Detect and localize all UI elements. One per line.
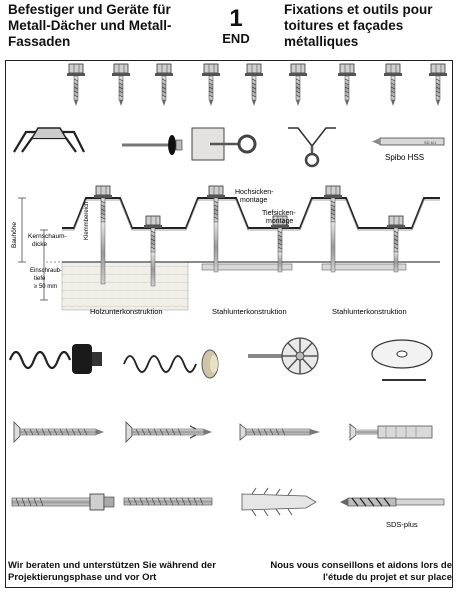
label-kernschaum-1: Kernschaum- [28, 233, 67, 240]
spring-anchor-icon [8, 344, 102, 374]
countersunk-drill-screw-icon [239, 423, 320, 441]
footer-french: Nous vous conseillons et aidons lors de … [270, 560, 452, 583]
sds-plus-drill-icon [340, 497, 445, 507]
sealing-washer-screw-icon [122, 135, 183, 155]
label-einschraub-3: ≥ 50 mm [34, 284, 57, 290]
washer-icon [371, 339, 433, 381]
hex-screw-icon [66, 63, 448, 107]
spring-sleeve-icon [123, 349, 219, 379]
profile-clip-icon [13, 127, 85, 153]
threaded-rod-icon [123, 497, 213, 506]
eye-bolt-wall-icon [191, 127, 257, 161]
title-french: Fixations et outils pour toitures et faç… [284, 2, 433, 49]
label-stahlunterkonstruktion-2: Stahlunterkonstruktion [332, 307, 407, 316]
page-number-block: 1 END [210, 6, 262, 46]
label-bauhoehe: Bauhöhe [11, 222, 18, 248]
insulation-plate-anchor-icon [248, 337, 319, 375]
label-kernschaum-2: dicke [32, 241, 48, 248]
label-einschraub-2: tiefe [34, 276, 46, 282]
label-tiefsicken-1: Tiefsicken- [262, 210, 296, 217]
label-klemmbereich: Klemmbereich [84, 202, 90, 240]
svg-text:SD 6/1: SD 6/1 [424, 140, 437, 145]
label-hochsicken-1: Hochsicken- [235, 189, 274, 196]
countersunk-screw-icon [13, 421, 104, 443]
plug-anchor-icon [349, 423, 433, 441]
title-german: Befestiger und Geräte für Metall-Dächer … [8, 2, 172, 49]
roof-section-diagram [18, 185, 440, 311]
label-tiefsicken-2: montage [266, 218, 293, 225]
label-sds-plus: SDS-plus [386, 520, 418, 529]
label-einschraub-1: Einschraub- [30, 268, 62, 274]
page-suffix: END [222, 31, 250, 46]
catalog-frame [5, 60, 453, 588]
label-hochsicken-2: montage [240, 197, 267, 204]
eye-bolt-profile-icon [288, 127, 336, 168]
expansion-plug-icon [241, 487, 317, 517]
wing-drill-screw-icon [125, 421, 212, 443]
wedge-anchor-icon [11, 493, 115, 511]
spibo-label: Spibo HSS [385, 153, 424, 162]
page-number: 1 [229, 5, 243, 32]
drill-bit-icon: SD 6/1 [372, 137, 445, 146]
label-holzunterkonstruktion: Holzunterkonstruktion [90, 307, 163, 316]
footer-german: Wir beraten und unterstützen Sie während… [8, 560, 216, 583]
label-stahlunterkonstruktion-1: Stahlunterkonstruktion [212, 307, 287, 316]
